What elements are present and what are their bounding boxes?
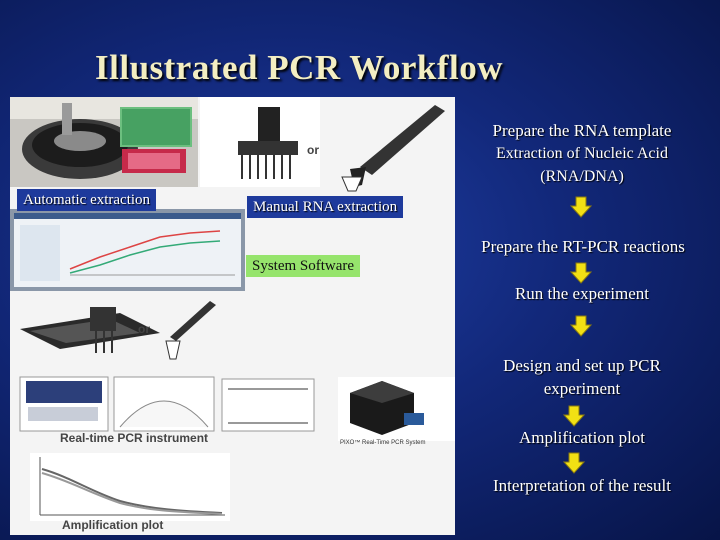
down-arrow-icon <box>570 196 592 218</box>
step-interpretation: Interpretation of the result <box>493 476 671 495</box>
step-extraction-line1: Extraction of Nucleic Acid <box>496 145 668 162</box>
step-prepare-rt-pcr: Prepare the RT-PCR reactions <box>481 237 685 256</box>
or-text-top: or <box>307 143 319 157</box>
step-extraction-line2: (RNA/DNA) <box>540 168 624 185</box>
workflow-illustration-svg: or or <box>10 97 455 532</box>
multichannel-pipette-drawing <box>200 97 320 187</box>
step-run-experiment: Run the experiment <box>514 284 650 303</box>
step-prepare-rna: Prepare the RNA template <box>492 121 672 140</box>
step-amplification-plot: Amplification plot <box>518 428 646 447</box>
extraction-machine-photo <box>10 97 198 187</box>
step-design-line2: experiment <box>543 379 621 398</box>
label-automatic-extraction: Automatic extraction <box>17 189 157 211</box>
amplification-caption: Amplification plot <box>62 518 163 532</box>
pixo-caption: PIXO™ Real-Time PCR System <box>340 439 425 446</box>
down-arrow-icon <box>570 262 592 284</box>
label-manual-extraction: Manual RNA extraction <box>247 196 404 218</box>
workflow-illustration: or or <box>10 97 455 535</box>
software-screenshot <box>10 209 245 291</box>
amplification-plot-image <box>30 453 230 521</box>
down-arrow-icon <box>563 405 585 427</box>
slide-title: Illustrated PCR Workflow <box>95 48 504 87</box>
single-pipette-drawing <box>341 105 445 192</box>
or-text-middle: or <box>138 322 150 336</box>
plate-and-pipette-drawing <box>20 301 216 360</box>
down-arrow-icon <box>570 315 592 337</box>
pcr-instrument-screens <box>19 376 315 432</box>
pixo-system-photo <box>338 377 455 441</box>
step-design-line1: Design and set up PCR <box>503 356 661 375</box>
instrument-caption: Real-time PCR instrument <box>60 431 208 445</box>
label-system-software: System Software <box>246 255 361 277</box>
down-arrow-icon <box>563 452 585 474</box>
